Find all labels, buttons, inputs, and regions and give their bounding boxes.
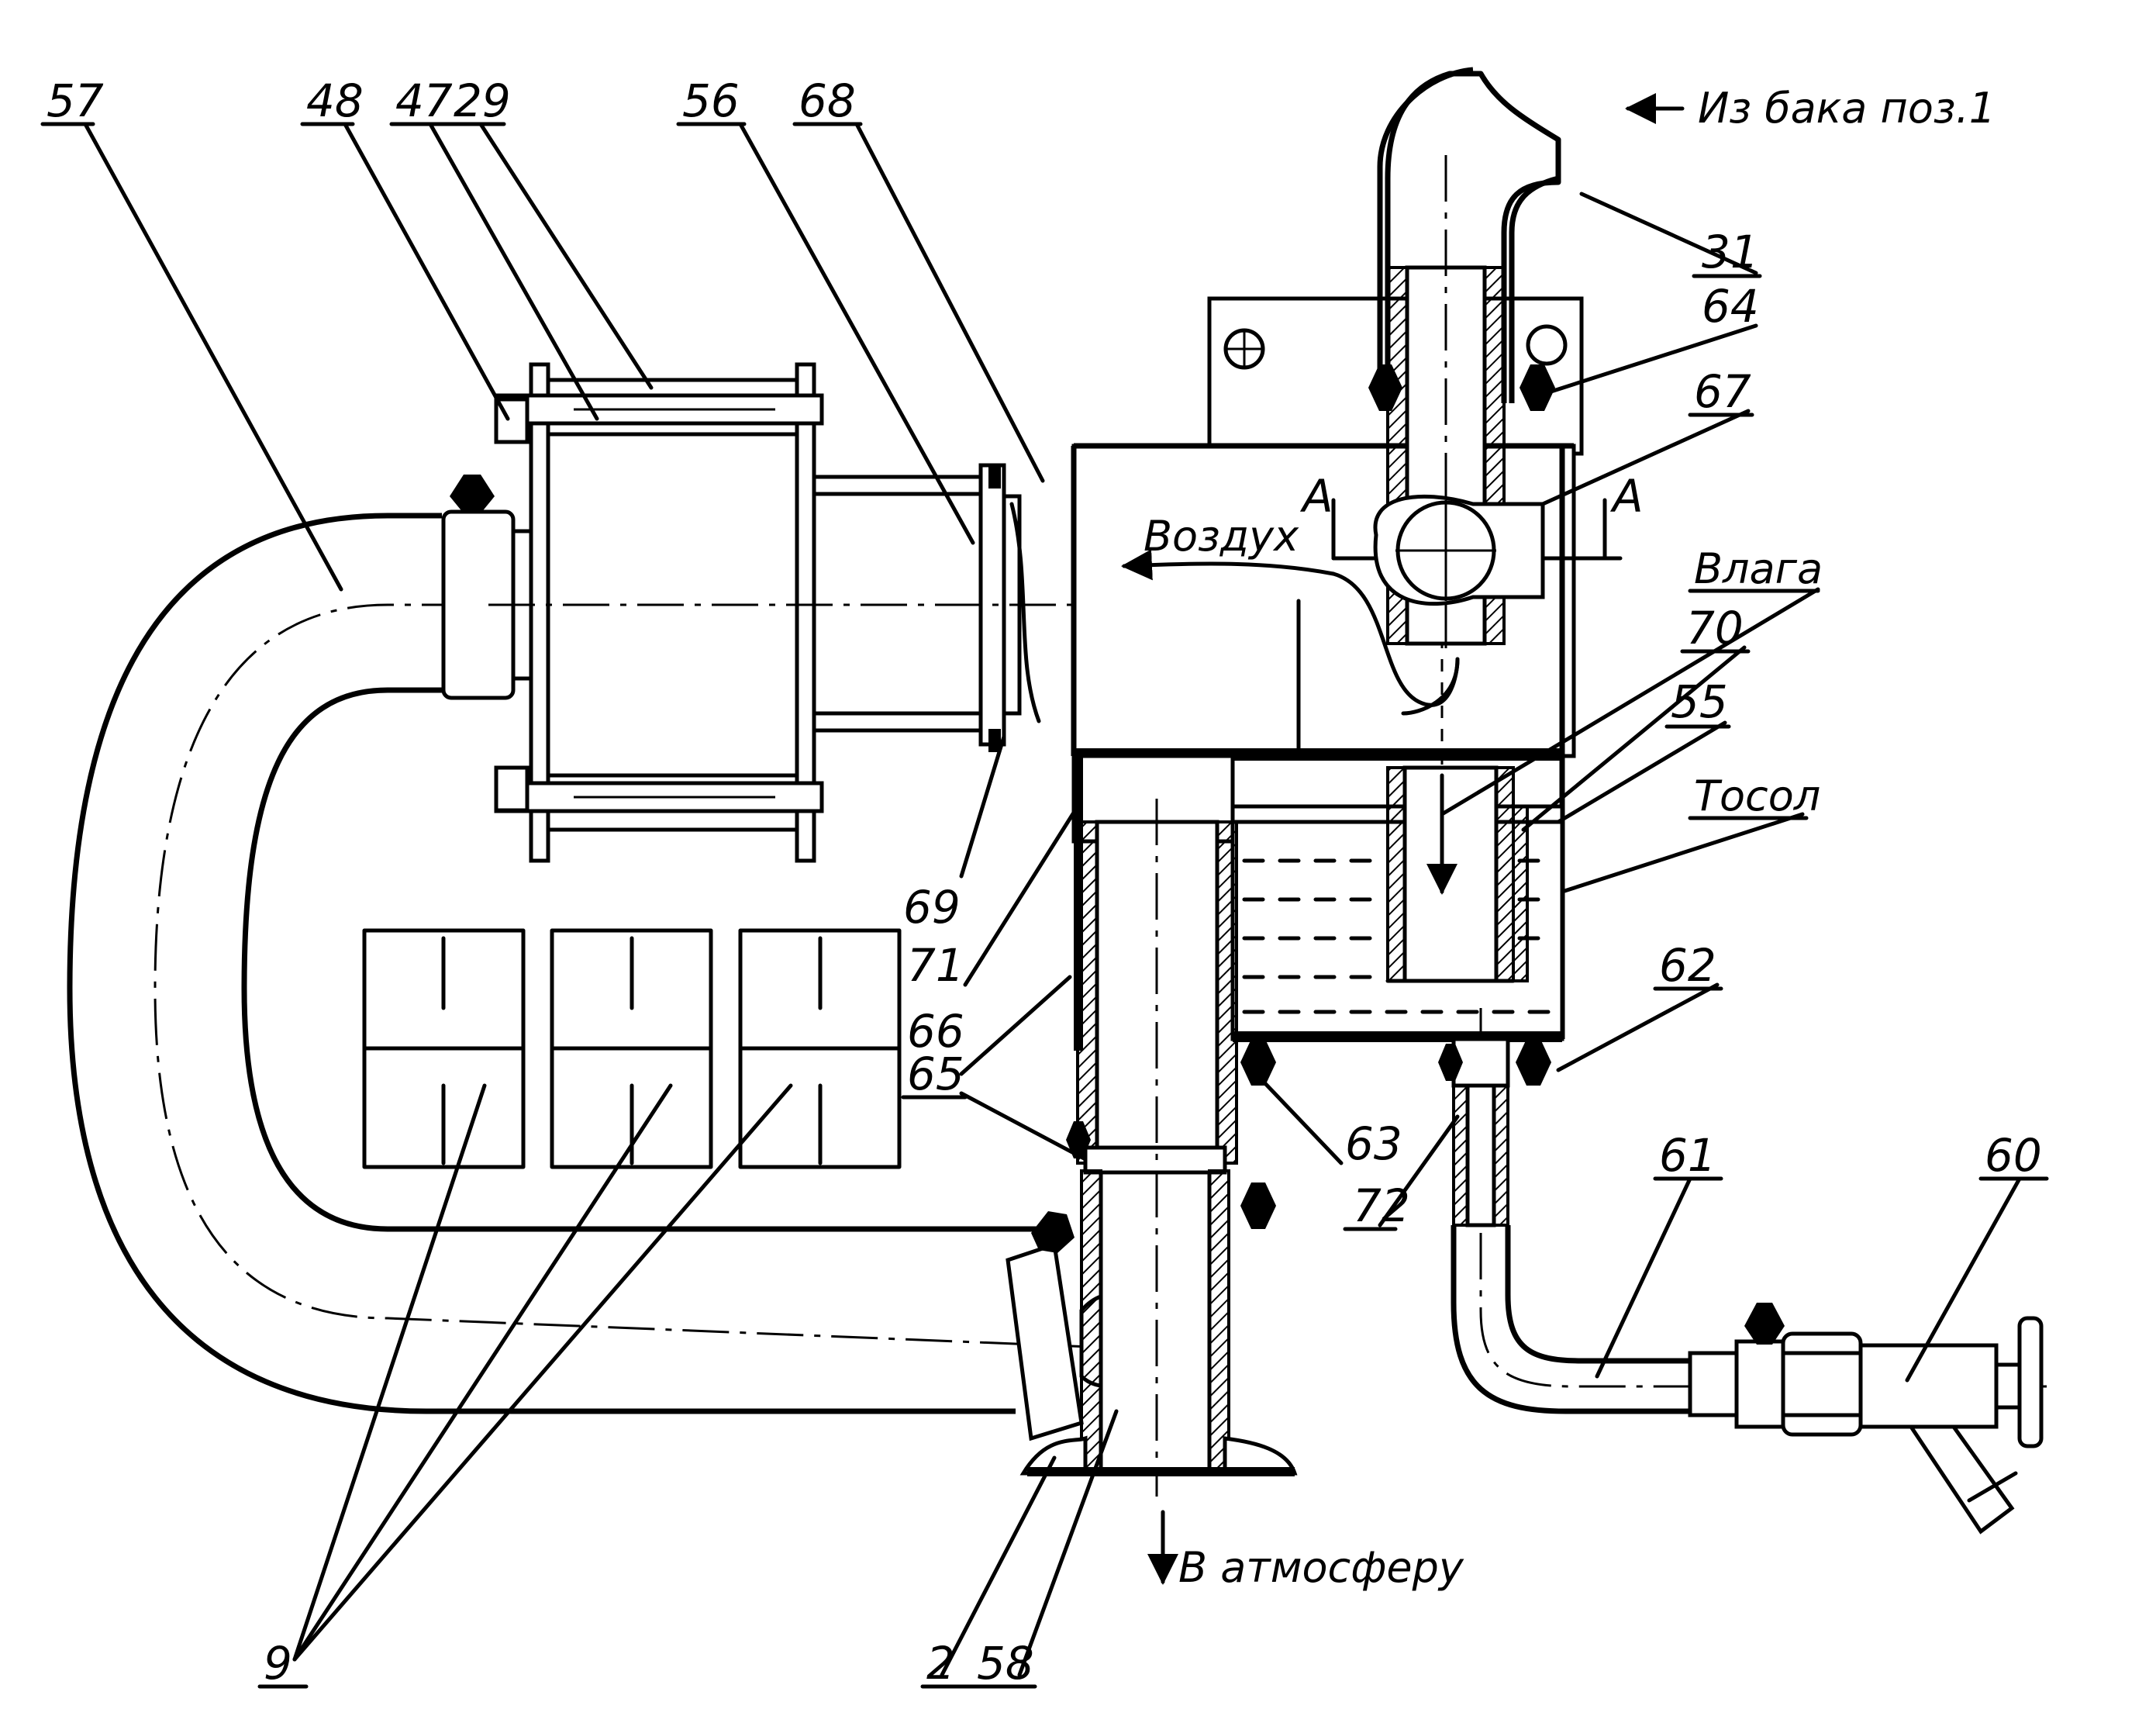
callout-48: 48 (306, 74, 364, 127)
callout-61: 61 (1659, 1129, 1716, 1182)
callout-67: 67 (1694, 365, 1751, 418)
drain-line (1438, 1008, 2047, 1535)
callout-60: 60 (1985, 1129, 2042, 1182)
antifreeze-label: Тосол (1694, 772, 1820, 820)
exhaust-stack (1019, 754, 1298, 1585)
callout-64: 64 (1702, 280, 1759, 333)
filter-housing (488, 362, 1101, 863)
leader-lines (83, 93, 2022, 1677)
callout-56: 56 (682, 74, 740, 127)
callout-66: 66 (907, 1005, 964, 1058)
callout-69: 69 (903, 881, 961, 934)
section-a-right-label: А (1609, 470, 1644, 523)
callout-68: 68 (799, 74, 856, 127)
callout-71: 71 (907, 939, 964, 992)
section-a-left-label: А (1299, 470, 1333, 523)
antifreeze-reservoir (1230, 765, 1564, 1042)
callout-29: 29 (454, 74, 511, 127)
filter-elements (362, 928, 902, 1169)
callout-72: 72 (1353, 1179, 1410, 1232)
callout-47: 47 (395, 74, 453, 127)
moisture-label: Влага (1694, 544, 1823, 593)
air-label: Воздух (1144, 512, 1299, 561)
callout-9: 9 (264, 1637, 292, 1690)
callout-70: 70 (1686, 602, 1744, 654)
inlet-pipe (1368, 67, 1561, 651)
callout-58: 58 (977, 1637, 1034, 1690)
callout-labels: 57 48 47 29 56 68 31 64 67 70 55 62 63 7… (40, 74, 2049, 1690)
from-tank-label: Из бака поз.1 (1698, 84, 1996, 133)
callout-63: 63 (1345, 1117, 1402, 1170)
callout-62: 62 (1659, 939, 1716, 992)
callout-55: 55 (1671, 675, 1728, 728)
callout-65: 65 (907, 1048, 964, 1100)
callout-57: 57 (47, 74, 104, 127)
callout-31: 31 (1702, 226, 1759, 278)
callout-2: 2 (926, 1637, 955, 1690)
annotations: Из бака поз.1 Воздух Влага Тосол В атмос… (1144, 84, 1996, 1592)
to-atmosphere-label: В атмосферу (1178, 1543, 1464, 1592)
